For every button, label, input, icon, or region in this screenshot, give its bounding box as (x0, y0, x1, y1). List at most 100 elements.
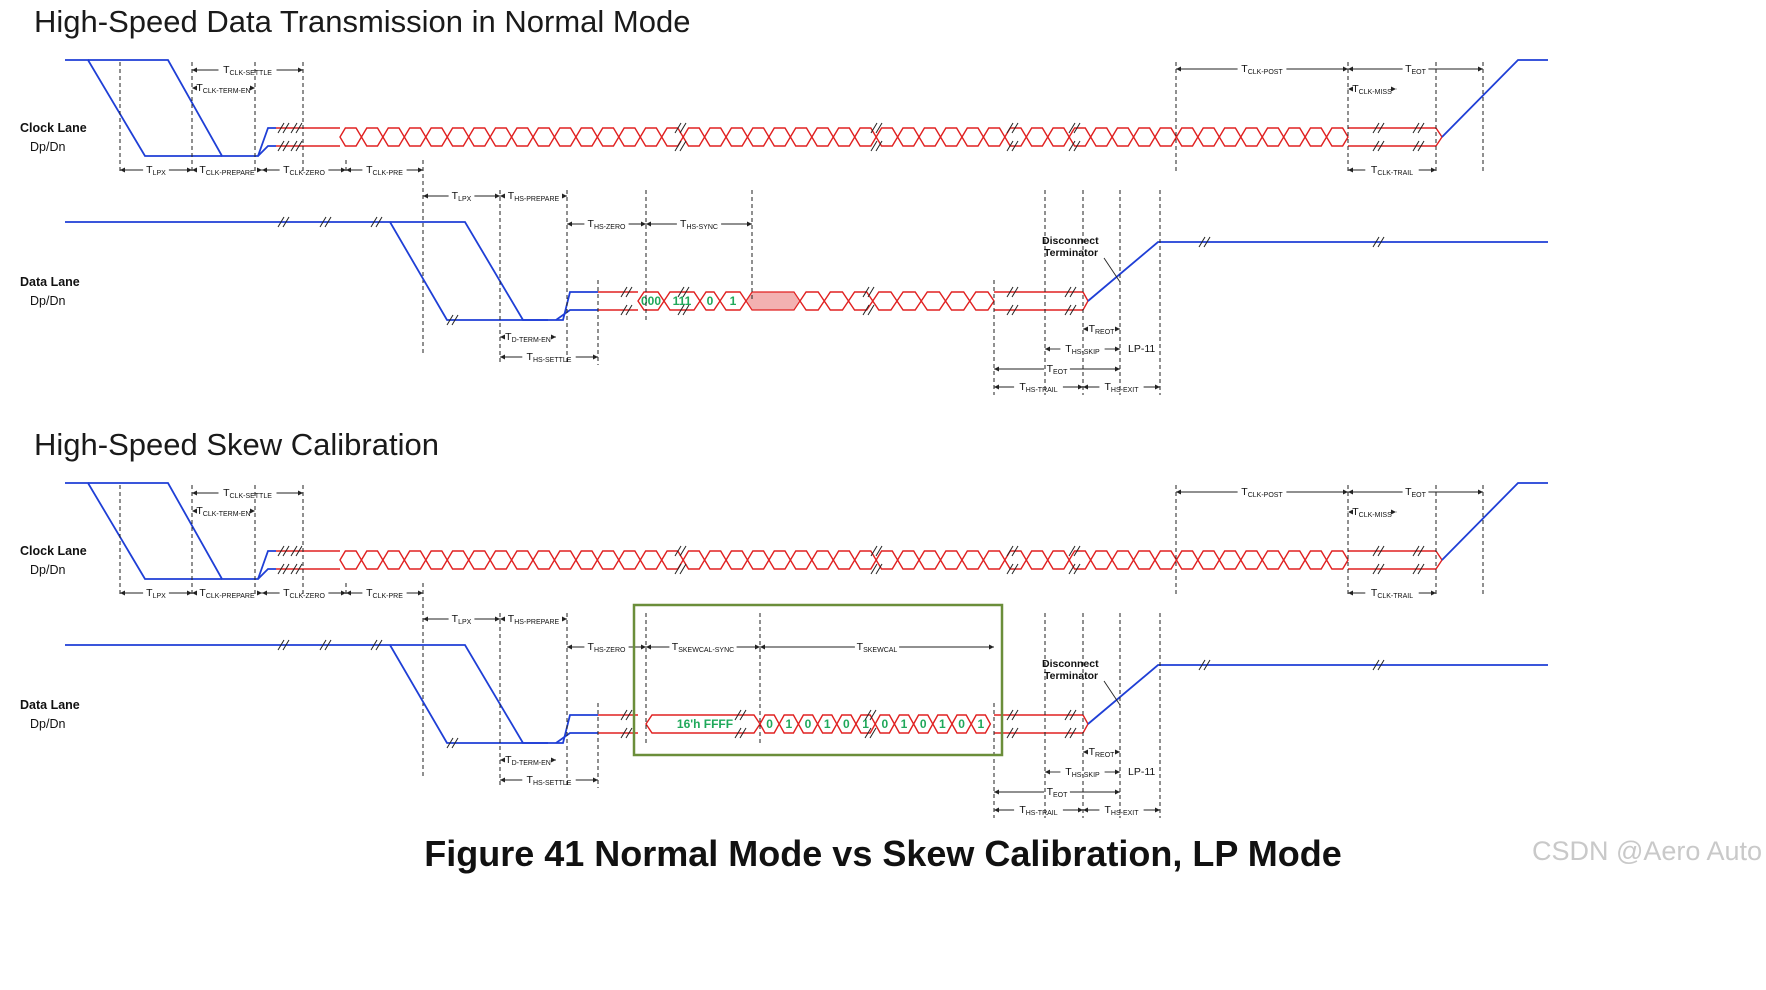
break-mark (1068, 140, 1081, 152)
break-mark (1068, 122, 1081, 134)
break-slash (1006, 727, 1014, 739)
break-slash (1372, 236, 1380, 248)
dim-hs-trail: THS-TRAIL (994, 381, 1083, 394)
disconnect-label: Disconnect (1042, 235, 1099, 247)
dim-clk-pre: TCLK-PRE (346, 164, 423, 177)
break-slash (1011, 727, 1019, 739)
dim-hs-zero-label: THS-ZERO (588, 641, 626, 654)
arrow-head (593, 777, 598, 783)
dim-clk-miss: TCLK-MISS (1347, 83, 1397, 96)
break-slash (1011, 545, 1019, 557)
arrow-head (346, 167, 351, 173)
dim-clk-trail-label: TCLK-TRAIL (1371, 587, 1413, 600)
break-slash (869, 709, 877, 721)
dim-clk-post: TCLK-POST (1176, 63, 1348, 76)
skewcal-bit-5: 1 (862, 717, 869, 731)
skewcal-bit-4: 0 (843, 717, 850, 731)
arrow-head (755, 644, 760, 650)
break-mark (620, 709, 633, 721)
break-slash (277, 563, 285, 575)
break-slash (870, 563, 878, 575)
break-mark (1006, 545, 1019, 557)
arrow-head (500, 757, 505, 763)
dim-data-eot: TEOT (994, 786, 1120, 799)
break-mark (674, 140, 687, 152)
skewcal-bit-10: 0 (958, 717, 965, 731)
arrow-head (1083, 384, 1088, 390)
arrow-head (1155, 384, 1160, 390)
arrow-head (262, 590, 267, 596)
dim-clk-prepare: TCLK-PREPARE (192, 587, 262, 600)
dim-hs-trail: THS-TRAIL (994, 804, 1083, 817)
lp11-label: LP-11 (1128, 766, 1155, 778)
break-slash (1006, 286, 1014, 298)
data-lp-hs-entry (555, 732, 598, 744)
dim-clk-prepare-label: TCLK-PREPARE (199, 164, 255, 177)
terminator-label: Terminator (1044, 247, 1098, 259)
break-slash (620, 727, 628, 739)
break-slash (739, 709, 747, 721)
arrow-head (1155, 807, 1160, 813)
break-slash (1064, 286, 1072, 298)
arrow-head (1045, 346, 1050, 352)
break-slash (1068, 563, 1076, 575)
dim-clk-zero: TCLK-ZERO (262, 164, 346, 177)
break-slash (370, 216, 378, 228)
dim-hs-zero: THS-ZERO (567, 218, 646, 231)
break-mark (277, 563, 290, 575)
arrow-head (1343, 66, 1348, 72)
dim-skewcal-sync: TSKEWCAL-SYNC (646, 641, 760, 654)
arrow-head (192, 167, 197, 173)
break-mark (674, 122, 687, 134)
arrow-head (257, 590, 262, 596)
arrow-head (120, 167, 125, 173)
break-mark (620, 304, 633, 316)
break-mark (1068, 563, 1081, 575)
dim-clk-prepare-label: TCLK-PREPARE (199, 587, 255, 600)
break-mark (1412, 545, 1425, 557)
break-slash (625, 709, 633, 721)
terminator-label: Terminator (1044, 670, 1098, 682)
break-slash (620, 286, 628, 298)
dim-clk-lpx: TLPX (120, 164, 192, 177)
break-mark (370, 216, 383, 228)
break-mark (1006, 563, 1019, 575)
break-mark (870, 545, 883, 557)
lp11-label: LP-11 (1128, 343, 1155, 355)
break-mark (370, 639, 383, 651)
arrow-head (192, 67, 197, 73)
arrow-head (262, 167, 267, 173)
dim-hs-exit-label: THS-EXIT (1104, 381, 1139, 394)
break-mark (1198, 236, 1211, 248)
break-slash (867, 304, 875, 316)
disconnect-pointer (1103, 680, 1121, 706)
dim-d-term-en-label: TD-TERM-EN (505, 331, 551, 344)
clock-lp-dp (65, 482, 222, 580)
dim-hs-skip: THS-SKIP (1045, 766, 1120, 779)
break-slash (1068, 122, 1076, 134)
dim-hs-settle-label: THS-SETTLE (527, 351, 572, 364)
break-slash (1073, 140, 1081, 152)
arrow-head (341, 167, 346, 173)
break-slash (1372, 563, 1380, 575)
break-mark (870, 122, 883, 134)
arrow-head (1115, 789, 1120, 795)
sync-bit-3: 1 (730, 294, 737, 308)
clock-hs-end (1435, 127, 1443, 147)
dim-clk-miss-label: TCLK-MISS (1352, 506, 1392, 519)
skewcal-bit-7: 1 (901, 717, 908, 731)
data-lp-hs-entry (555, 309, 598, 321)
hs-cell-chain (339, 127, 1349, 147)
arrow-head (1115, 769, 1120, 775)
data-lp-exit (1087, 241, 1548, 302)
data-lp-dp (65, 221, 548, 321)
hs-cell-chain (339, 550, 1349, 570)
arrow-head (1176, 66, 1181, 72)
break-slash (870, 545, 878, 557)
break-slash (446, 737, 454, 749)
break-slash (1069, 286, 1077, 298)
break-slash (295, 545, 303, 557)
break-slash (1064, 709, 1072, 721)
arrow-head (1078, 807, 1083, 813)
